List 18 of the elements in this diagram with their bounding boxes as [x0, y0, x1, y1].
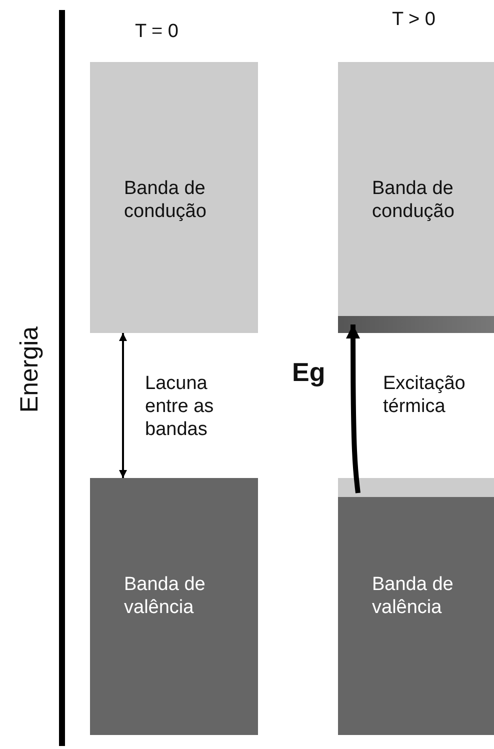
- arrow: [346, 324, 360, 494]
- axis-label: Energia: [18, 325, 42, 415]
- annotation-text: Lacuna entre as bandas: [145, 372, 215, 441]
- band-strip: [338, 478, 494, 497]
- band-strip: [338, 316, 494, 333]
- conduction-band: [90, 62, 258, 333]
- band-label: Banda de valência: [123, 573, 206, 619]
- temperature-label: T > 0: [392, 8, 436, 31]
- annotation-text: Excitação térmica: [383, 372, 466, 418]
- valence-band: [338, 478, 494, 735]
- band-label: Banda de valência: [371, 573, 454, 619]
- band-label: Banda de condução: [123, 177, 208, 223]
- band-gap-symbol: Eg: [292, 361, 326, 384]
- temperature-label: T = 0: [135, 20, 178, 43]
- valence-band: [90, 478, 258, 735]
- band-label: Banda de condução: [371, 177, 456, 223]
- conduction-band: [338, 62, 494, 333]
- arrow: [119, 333, 127, 478]
